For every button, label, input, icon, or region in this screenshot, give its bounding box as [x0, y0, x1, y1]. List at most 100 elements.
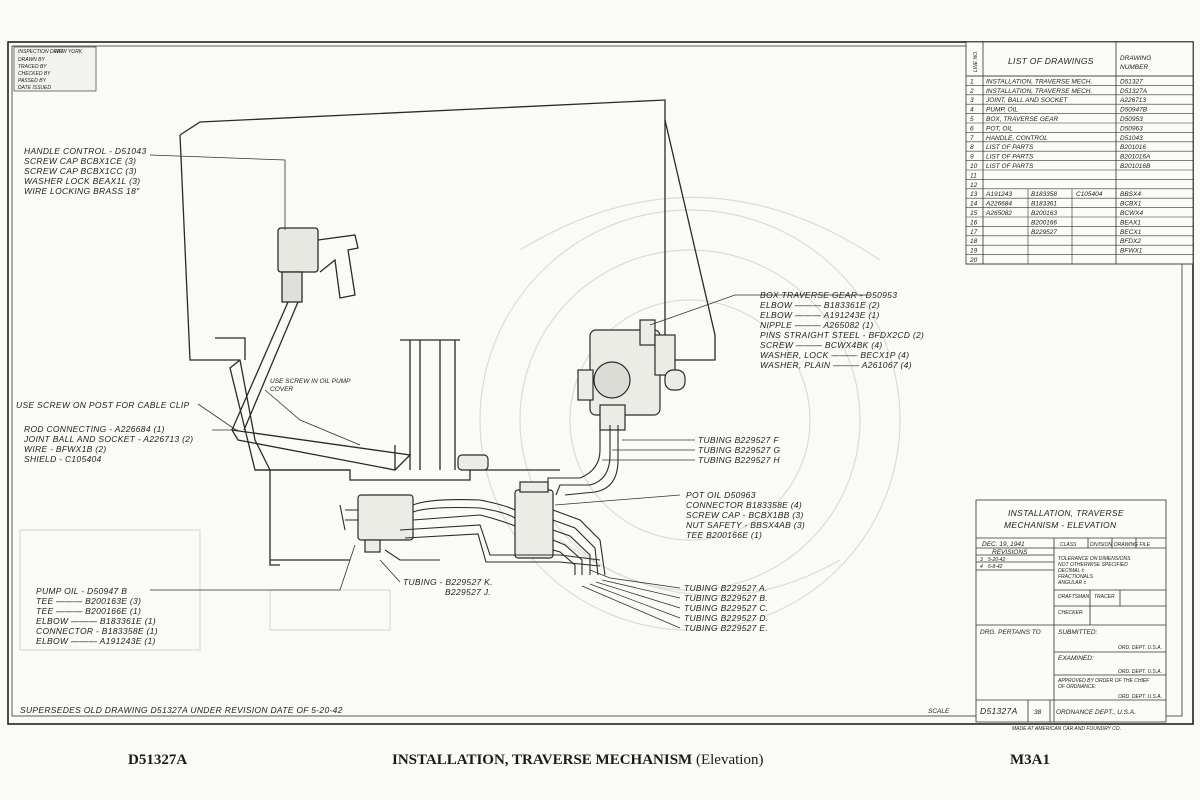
drawing-number: D51327A: [980, 706, 1018, 716]
table-part-number: B183358: [1031, 191, 1057, 198]
callout-post-screw: USE SCREW ON POST FOR CABLE CLIP: [16, 400, 190, 410]
list-of-drawings-table: [965, 41, 1194, 265]
stamp-row: DRAWN BY: [18, 57, 46, 63]
table-line-number: 7: [970, 135, 974, 142]
table-drawing-number: D51043: [1120, 135, 1143, 142]
callout-connector: CONNECTOR B183358E (4): [686, 500, 802, 510]
callout-wire: WIRE - BFWX1B (2): [24, 444, 107, 454]
callout-tee: TEE ——— B200166E (1): [36, 606, 141, 616]
callout-screw: SCREW ——— BCWX4BK (4): [760, 340, 882, 350]
callout-screw-cap: SCREW CAP BCBX1CE (3): [24, 156, 136, 166]
table-line-number: 18: [970, 238, 978, 245]
table-part-number: B200163: [1031, 210, 1057, 217]
dept-label: ORDNANCE DEPT., U.S.A.: [1056, 709, 1136, 716]
table-drawing-number: A226713: [1119, 97, 1146, 104]
table-part-number: A265082: [985, 210, 1012, 217]
callout-tubing-b: TUBING B229527 B.: [684, 593, 768, 603]
callout-pot-oil: POT OIL D50963: [686, 490, 756, 500]
table-drawing-number: B201016A: [1120, 154, 1150, 161]
line-no-header: LINE NO.: [973, 51, 979, 72]
table-line-number: 1: [970, 78, 974, 85]
callout-tubing-e: TUBING B229527 E.: [684, 623, 768, 633]
table-line-number: 12: [970, 182, 978, 189]
examined-label: EXAMINED:: [1058, 655, 1094, 662]
table-part-number: A191243: [985, 191, 1012, 198]
table-line-number: 11: [970, 172, 977, 179]
table-line-number: 6: [970, 125, 974, 132]
callout-tubing-j: B229527 J.: [445, 587, 491, 597]
callout-tubing-a: TUBING B229527 A.: [684, 583, 768, 593]
table-line-number: 17: [970, 229, 978, 236]
tracer-label: TRACER: [1094, 594, 1115, 600]
inspection-stamp: INSPECTION DEPT. NEW YORK DRAWN BY TRACE…: [13, 46, 97, 92]
table-line-number: 2: [969, 88, 974, 95]
callout-tubing-f: TUBING B229527 F: [698, 435, 779, 445]
drawing-number-header: DRAWING: [1120, 55, 1151, 62]
approved-line: OF ORDNANCE:: [1058, 684, 1097, 690]
callout-oil-pump-cover-2: COVER: [270, 386, 293, 393]
callout-pot-group: POT OIL D50963 CONNECTOR B183358E (4) SC…: [686, 490, 805, 540]
table-drawing-number: B201016B: [1120, 163, 1151, 170]
title-block-line-1: INSTALLATION, TRAVERSE: [1008, 508, 1124, 518]
tubing-bundle: [339, 420, 619, 576]
stamp-row: TRACED BY: [18, 64, 47, 70]
footer-title: INSTALLATION, TRAVERSE MECHANISM (Elevat…: [392, 752, 763, 769]
table-part-number: A226684: [985, 201, 1012, 208]
table-part-number: BFDX2: [1120, 238, 1141, 245]
callout-screw-cap: SCREW CAP BCBX1CC (3): [24, 166, 137, 176]
callout-rod-group: ROD CONNECTING - A226684 (1) JOINT BALL …: [23, 424, 193, 464]
footer-vehicle-model: M3A1: [1010, 752, 1050, 768]
table-part-number: BECX1: [1120, 229, 1142, 236]
callout-pump-oil: PUMP OIL - D50947 B: [36, 586, 127, 596]
callout-washer-lock: WASHER, LOCK ——— BECX1P (4): [760, 350, 909, 360]
title-block-date: DEC. 19, 1941: [982, 541, 1025, 548]
callout-elbow: ELBOW ——— B183361E (1): [36, 616, 156, 626]
tolerance-line: ANGULAR ±: [1057, 580, 1087, 586]
stamp-city: NEW YORK: [55, 49, 83, 55]
ord-dept: ORD. DEPT. U.S.A.: [1118, 694, 1162, 700]
table-line-number: 4: [970, 107, 974, 114]
table-drawing-title: LIST OF PARTS: [986, 163, 1034, 170]
tolerance-line: NOT OTHERWISE SPECIFIED: [1058, 562, 1128, 568]
callout-shield: SHIELD - C105404: [24, 454, 102, 464]
ord-dept: ORD. DEPT. U.S.A.: [1118, 669, 1162, 675]
tolerance-line: DECIMAL ±: [1058, 568, 1085, 574]
traverse-gear-box: [577, 319, 686, 431]
table-drawing-title: LIST OF PARTS: [986, 144, 1034, 151]
callout-joint-ball-socket: JOINT BALL AND SOCKET - A226713 (2): [23, 434, 193, 444]
title-block-line-2: MECHANISM - ELEVATION: [1004, 520, 1117, 530]
callout-tubing-g: TUBING B229527 G: [698, 445, 780, 455]
table-part-number: BCWX4: [1120, 210, 1144, 217]
control-handle-assembly: [230, 227, 412, 471]
stamp-row: PASSED BY: [18, 78, 47, 84]
leader-lines: [149, 154, 870, 629]
list-of-drawings-grid: [966, 75, 1193, 265]
made-at-label: MADE AT AMERICAN CAR AND FOUNDRY CO.: [1012, 726, 1121, 732]
approved-line: APPROVED BY ORDER OF THE CHIEF: [1057, 678, 1150, 684]
callout-screw-cap: SCREW CAP - BCBX1BB (3): [686, 510, 804, 520]
supersedes-note: SUPERSEDES OLD DRAWING D51327A UNDER REV…: [20, 705, 343, 715]
scale-label: SCALE: [928, 708, 950, 715]
callout-elbow: ELBOW ——— A191243E (1): [36, 636, 156, 646]
callout-wire-locking: WIRE LOCKING BRASS 18": [24, 186, 140, 196]
table-part-number: B183361: [1031, 201, 1057, 208]
callout-tubing-k: TUBING - B229527 K.: [403, 577, 493, 587]
stamp-row: DATE ISSUED: [18, 85, 51, 91]
table-drawing-title: JOINT, BALL AND SOCKET: [985, 97, 1068, 104]
callout-elbow: ELBOW ——— A191243E (1): [760, 310, 880, 320]
table-part-number: BCBX1: [1120, 201, 1142, 208]
footer-drawing-number: D51327A: [128, 752, 188, 768]
sheet-border: [7, 41, 1194, 725]
table-drawing-number: D51327: [1120, 78, 1143, 85]
table-line-number: 9: [970, 154, 974, 161]
callout-tee: TEE ——— B200163E (3): [36, 596, 141, 606]
drawing-file-label: DRAWING FILE: [1114, 542, 1151, 548]
division-label: DIVISION: [1090, 542, 1112, 548]
callout-tubing-c: TUBING B229527 C.: [684, 603, 768, 613]
list-of-drawings-header: LIST OF DRAWINGS: [1008, 56, 1094, 66]
callout-tubing-fgh: TUBING B229527 F TUBING B229527 G TUBING…: [698, 435, 780, 465]
table-line-number: 15: [970, 210, 978, 217]
table-drawing-title: INSTALLATION, TRAVERSE MECH.: [986, 88, 1093, 95]
callout-pins: PINS STRAIGHT STEEL - BFDX2CD (2): [760, 330, 924, 340]
